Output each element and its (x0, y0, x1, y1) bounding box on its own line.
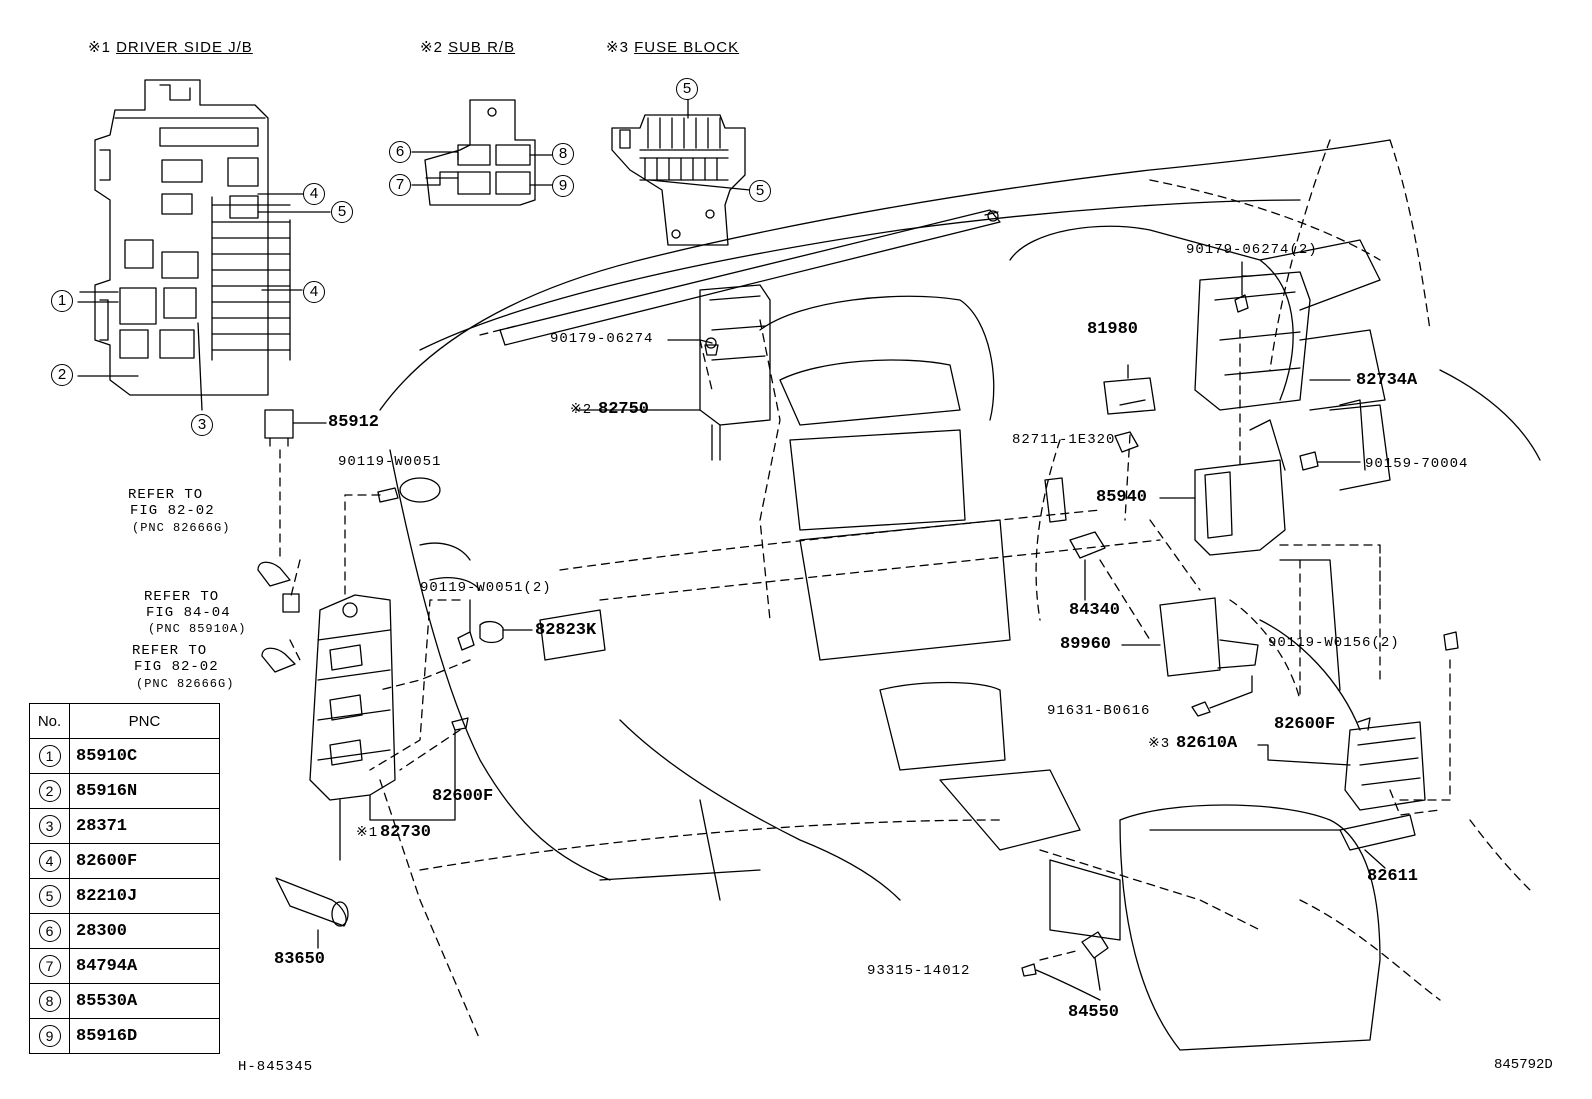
row-pnc: 85530A (69, 983, 220, 1019)
row-number: 6 (38, 920, 61, 942)
callout-7: 7 (389, 174, 411, 196)
pnc-table-header-pnc: PNC (69, 703, 220, 739)
row-number: 3 (38, 815, 61, 837)
callout-5-jb: 5 (331, 201, 353, 223)
part-label-82600f-left: 82600F (432, 787, 494, 806)
callout-4-bottom: 4 (303, 281, 325, 303)
driver-jb-inset-drawing (77, 79, 331, 411)
part-label-82611: 82611 (1367, 867, 1419, 886)
driver-jb-mark: ※1 (88, 39, 111, 56)
part-label-82750: 82750 (598, 400, 650, 419)
callout-6: 6 (389, 141, 411, 163)
part-label-93315-14012: 93315-14012 (867, 963, 971, 979)
row-number: 4 (38, 850, 61, 872)
refer-note-1-line1: REFER TO (128, 487, 204, 503)
fuse-block-header: ※3 FUSE BLOCK (606, 38, 739, 56)
sub-rb-inset-drawing (411, 99, 553, 206)
part-label-82730: 82730 (380, 823, 432, 842)
part-label-82600f-right: 82600F (1274, 715, 1336, 734)
driver-jb-title: DRIVER SIDE J/B (116, 39, 253, 56)
pnc-table-header-no: No. (29, 703, 70, 739)
refer-note-2-line1: REFER TO (144, 589, 220, 605)
part-label-89960: 89960 (1060, 635, 1112, 654)
part-label-81980: 81980 (1087, 320, 1139, 339)
part-label-82734a: 82734A (1356, 371, 1418, 390)
refer-note-1-line2: FIG 82-02 (130, 503, 215, 519)
refer-note-3-line1: REFER TO (132, 643, 208, 659)
refer-note-2-line2: FIG 84-04 (146, 605, 231, 621)
footer-right-code: 845792D (1494, 1057, 1553, 1073)
refer-note-2-line3: (PNC 85910A) (148, 622, 247, 636)
fuse-block-inset-drawing (611, 99, 751, 246)
component-sketches (257, 261, 1459, 1001)
row-number: 5 (38, 885, 61, 907)
footer-left-code: H-845345 (238, 1059, 314, 1075)
part-label-82711-1e320: 82711-1E320 (1012, 432, 1116, 448)
part-label-82610a: 82610A (1176, 734, 1238, 753)
part-label-84550: 84550 (1068, 1003, 1120, 1022)
table-row: 8 85530A (29, 983, 220, 1019)
table-row: 6 28300 (29, 913, 220, 949)
row-number: 8 (38, 990, 61, 1012)
callout-4-top: 4 (303, 183, 325, 205)
part-label-82610a-mark: ※3 (1148, 736, 1171, 752)
part-label-82750-mark: ※2 (570, 402, 593, 418)
table-row: 7 84794A (29, 948, 220, 984)
callout-1: 1 (51, 290, 73, 312)
row-pnc: 85910C (69, 738, 220, 774)
sub-rb-header: ※2 SUB R/B (420, 38, 515, 56)
part-label-84340: 84340 (1069, 601, 1121, 620)
row-pnc: 82210J (69, 878, 220, 914)
row-number: 9 (38, 1025, 61, 1047)
driver-side-jb-header: ※1 DRIVER SIDE J/B (88, 38, 253, 56)
refer-note-3-line2: FIG 82-02 (134, 659, 219, 675)
part-label-90179-06274-2: 90179-06274(2) (1186, 242, 1318, 258)
part-label-82823k: 82823K (535, 621, 597, 640)
row-pnc: 85916D (69, 1018, 220, 1054)
part-label-82730-mark: ※1 (356, 825, 379, 841)
part-label-85940: 85940 (1096, 488, 1148, 507)
part-label-90119-w0051: 90119-W0051 (338, 454, 442, 470)
part-label-83650: 83650 (274, 950, 326, 969)
part-label-90159-70004: 90159-70004 (1365, 456, 1469, 472)
sub-rb-mark: ※2 (420, 39, 443, 56)
row-pnc: 84794A (69, 948, 220, 984)
part-label-85912: 85912 (328, 413, 380, 432)
row-number: 7 (38, 955, 61, 977)
part-label-91631-b0616: 91631-B0616 (1047, 703, 1151, 719)
callout-2: 2 (51, 364, 73, 386)
sub-rb-title: SUB R/B (448, 39, 516, 56)
callout-5-fuse-bottom: 5 (749, 180, 771, 202)
fuse-block-title: FUSE BLOCK (634, 39, 740, 56)
pnc-table-header-row: No. PNC (29, 703, 220, 739)
row-pnc: 82600F (69, 843, 220, 879)
refer-note-1-line3: (PNC 82666G) (132, 521, 231, 535)
part-label-90119-w0051-2: 90119-W0051(2) (420, 580, 552, 596)
row-pnc: 28371 (69, 808, 220, 844)
row-pnc: 85916N (69, 773, 220, 809)
table-row: 5 82210J (29, 878, 220, 914)
table-row: 3 28371 (29, 808, 220, 844)
instrument-panel-drawing (379, 139, 1541, 1051)
row-pnc: 28300 (69, 913, 220, 949)
callout-3: 3 (191, 414, 213, 436)
table-row: 9 85916D (29, 1018, 220, 1054)
part-label-90179-06274: 90179-06274 (550, 331, 654, 347)
fuse-block-mark: ※3 (606, 39, 629, 56)
table-row: 1 85910C (29, 738, 220, 774)
table-row: 2 85916N (29, 773, 220, 809)
row-number: 1 (38, 745, 61, 767)
refer-note-3-line3: (PNC 82666G) (136, 677, 235, 691)
row-number: 2 (38, 780, 61, 802)
part-label-90119-w0156-2: 90119-W0156(2) (1268, 635, 1400, 651)
callout-8: 8 (552, 143, 574, 165)
table-row: 4 82600F (29, 843, 220, 879)
callout-5-fuse-top: 5 (676, 78, 698, 100)
pnc-table: No. PNC 1 85910C 2 85916N 3 28371 4 82600F 5… (29, 703, 220, 1054)
callout-9: 9 (552, 175, 574, 197)
